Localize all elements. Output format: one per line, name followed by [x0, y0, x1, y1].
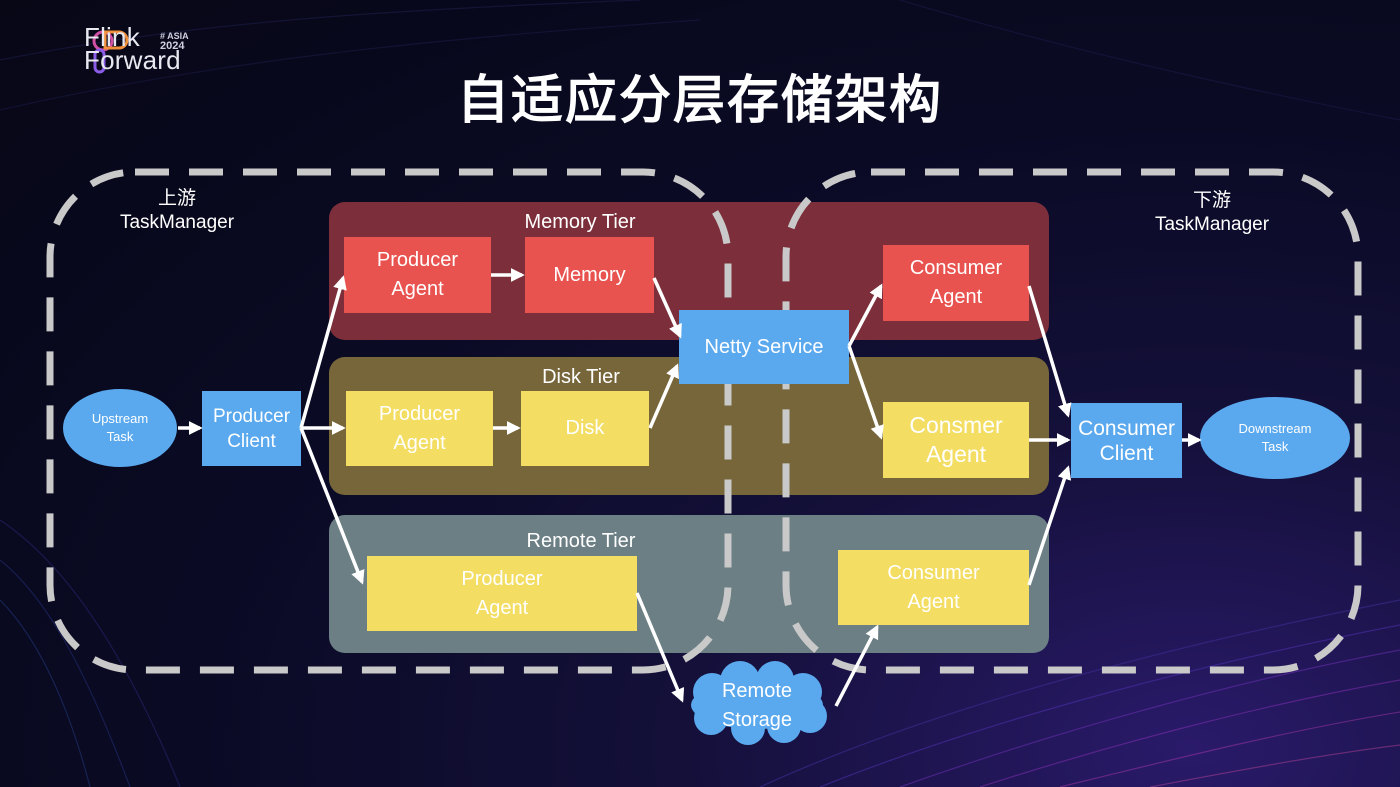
brand-badge-asia: # ASIA — [160, 31, 189, 41]
disk-node: Disk — [521, 391, 649, 466]
memory-tier-label: Memory Tier — [524, 211, 636, 233]
remote-producer-agent-node: Producer Agent — [367, 556, 637, 631]
upstream-taskmanager-label: 上游 TaskManager — [119, 188, 235, 233]
arrow-storage-to-remote-consumer — [834, 624, 879, 707]
arrow-mem-consumer-to-client — [1027, 285, 1072, 418]
flink-forward-logo-icon — [92, 30, 129, 74]
arrow-memory-to-netty — [652, 277, 682, 339]
upstream-task-node: Upstream Task — [63, 389, 177, 467]
brand-badge-year: 2024 — [160, 40, 185, 52]
brand-badge: # ASIA 2024 — [160, 31, 189, 52]
disk-consumer-agent-node: Consmer Agent — [883, 402, 1029, 478]
remote-tier-label: Remote Tier — [526, 530, 636, 552]
downstream-taskmanager-label: 下游 TaskManager — [1154, 190, 1270, 235]
brand-name: Flink Forward — [84, 22, 181, 75]
memory-node: Memory — [525, 237, 654, 313]
downstream-taskmanager-border — [782, 168, 1362, 674]
arrow-remote-producer-to-storage — [635, 592, 685, 703]
arrow-netty-to-disk-consumer — [847, 345, 884, 440]
disk-tier-label: Disk Tier — [542, 366, 620, 388]
arrow-remote-consumer-to-client — [1027, 465, 1072, 586]
page-title: 自适应分层存储架构 — [456, 72, 943, 130]
arrow-netty-to-mem-consumer — [847, 283, 883, 347]
consumer-client-node: Consumer Client — [1071, 403, 1182, 478]
memory-producer-agent-node: Producer Agent — [344, 237, 491, 313]
downstream-task-node: Downstream Task — [1200, 397, 1350, 479]
disk-producer-agent-node: Producer Agent — [346, 391, 493, 466]
remote-consumer-agent-node: Consumer Agent — [838, 550, 1029, 625]
arrow-client-to-memory-producer — [299, 275, 347, 429]
arrow-client-to-remote-producer — [299, 427, 365, 585]
netty-service-node: Netty Service — [679, 310, 849, 384]
producer-client-node: Producer Client — [202, 391, 301, 466]
arrow-disk-to-netty — [648, 363, 679, 429]
brand-line-2: Forward — [84, 45, 181, 75]
brand-line-1: Flink — [84, 22, 140, 52]
upstream-taskmanager-border — [46, 168, 732, 674]
remote-storage-node: Remote Storage — [721, 680, 793, 731]
memory-consumer-agent-node: Consumer Agent — [883, 245, 1029, 321]
